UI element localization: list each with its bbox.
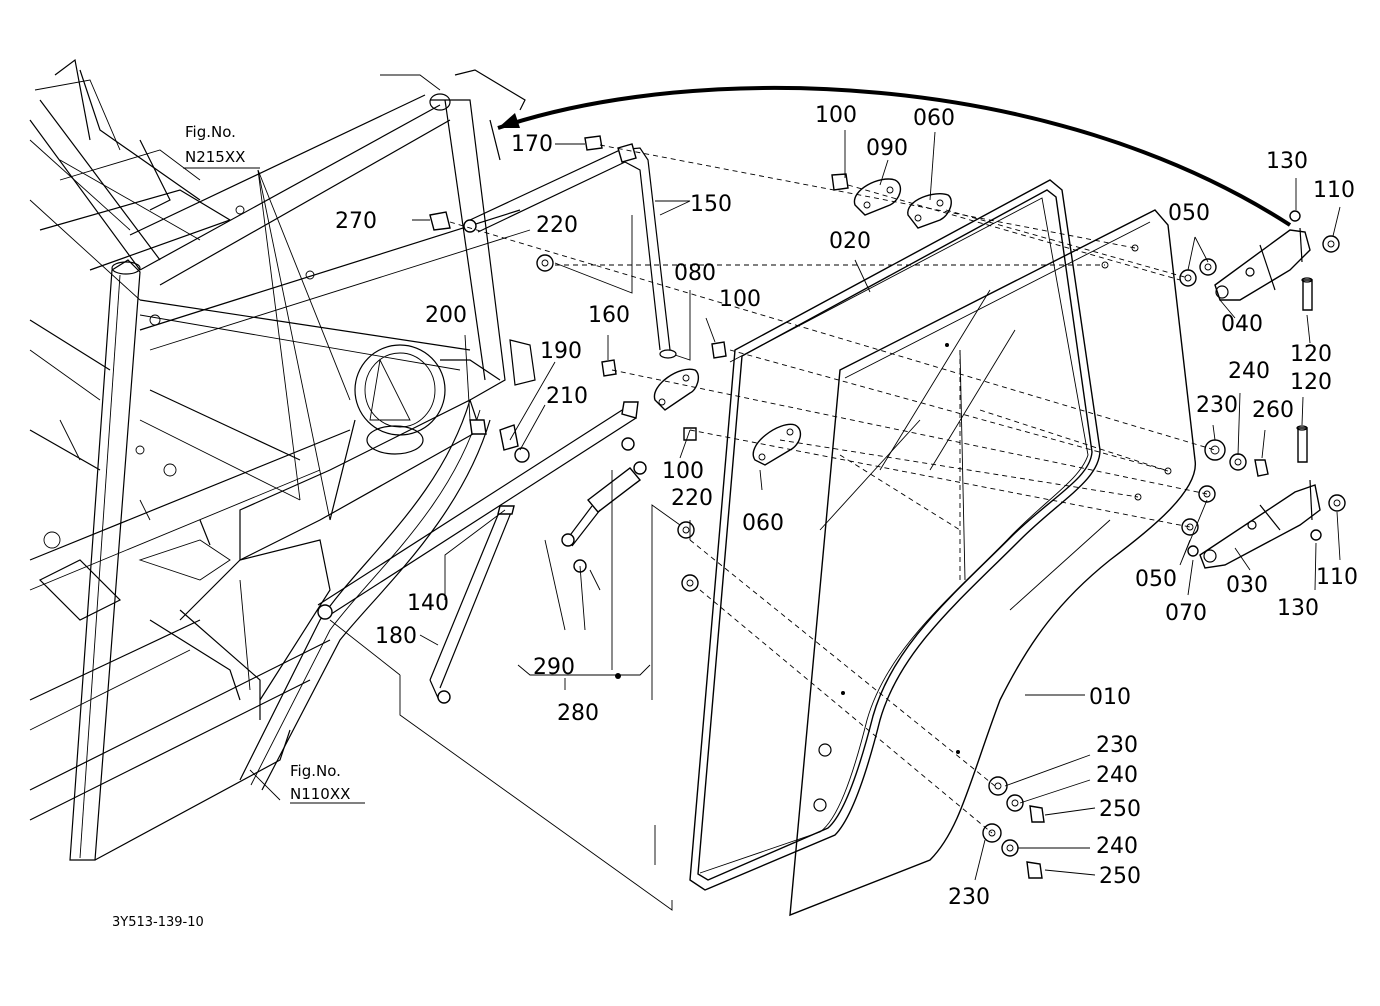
- callout-240: 240: [1096, 834, 1138, 859]
- fig-ref-1-line1: Fig.No.: [185, 123, 236, 141]
- callout-040: 040: [1221, 312, 1263, 337]
- callout-110: 110: [1316, 565, 1358, 590]
- hinge-040: [1214, 227, 1311, 301]
- callout-170: 170: [511, 132, 553, 157]
- small-fasteners: [429, 135, 849, 679]
- stay-rods: [317, 143, 677, 704]
- hinge-030: [1199, 479, 1321, 569]
- callout-230: 230: [948, 885, 990, 910]
- callout-220: 220: [536, 213, 578, 238]
- callout-270: 270: [335, 209, 377, 234]
- callout-290: 290: [533, 655, 575, 680]
- fig-ref-2-line1: Fig.No.: [290, 762, 341, 780]
- callout-250: 250: [1099, 797, 1141, 822]
- hinge-hardware: [1101, 210, 1346, 557]
- callout-160: 160: [588, 303, 630, 328]
- callout-090: 090: [866, 136, 908, 161]
- callout-050: 050: [1135, 567, 1177, 592]
- callout-260: 260: [1252, 398, 1294, 423]
- callout-050: 050: [1168, 201, 1210, 226]
- callout-060: 060: [913, 106, 955, 131]
- callout-labels: 100 090 060 130 110 170 150 270 220 020 …: [335, 103, 1358, 910]
- callout-100: 100: [662, 459, 704, 484]
- callout-010: 010: [1089, 685, 1131, 710]
- callout-220: 220: [671, 486, 713, 511]
- callout-100: 100: [815, 103, 857, 128]
- callout-240: 240: [1096, 763, 1138, 788]
- figure-references: Fig.No. N215XX Fig.No. N110XX: [185, 123, 350, 803]
- arrow-head: [498, 113, 520, 128]
- fig-ref-1-line2: N215XX: [185, 148, 245, 166]
- callout-030: 030: [1226, 573, 1268, 598]
- callout-150: 150: [690, 192, 732, 217]
- callout-080: 080: [674, 261, 716, 286]
- bottom-fasteners: [841, 343, 1045, 879]
- door-seal-020: [689, 179, 1101, 891]
- callout-240: 240: [1228, 359, 1270, 384]
- fig-ref-2-line2: N110XX: [290, 785, 350, 803]
- callout-130: 130: [1266, 149, 1308, 174]
- callout-230: 230: [1196, 393, 1238, 418]
- callout-060: 060: [742, 511, 784, 536]
- callout-210: 210: [546, 384, 588, 409]
- callout-100: 100: [719, 287, 761, 312]
- callout-070: 070: [1165, 601, 1207, 626]
- door-glass-010: [789, 209, 1196, 917]
- callout-250: 250: [1099, 864, 1141, 889]
- callout-280: 280: [557, 701, 599, 726]
- callout-130: 130: [1277, 596, 1319, 621]
- callout-200: 200: [425, 303, 467, 328]
- drawing-code: 3Y513-139-10: [112, 915, 204, 930]
- callout-140: 140: [407, 591, 449, 616]
- callout-180: 180: [375, 624, 417, 649]
- leader-lines: [183, 130, 1341, 911]
- cab-frame: [29, 58, 536, 861]
- callout-120: 120: [1290, 370, 1332, 395]
- callout-120: 120: [1290, 342, 1332, 367]
- opening-arc-arrow: [497, 85, 1292, 227]
- callout-020: 020: [829, 229, 871, 254]
- callout-190: 190: [540, 339, 582, 364]
- callout-230: 230: [1096, 733, 1138, 758]
- callout-110: 110: [1313, 178, 1355, 203]
- plates: [653, 178, 952, 466]
- reference-lines: [449, 144, 1216, 834]
